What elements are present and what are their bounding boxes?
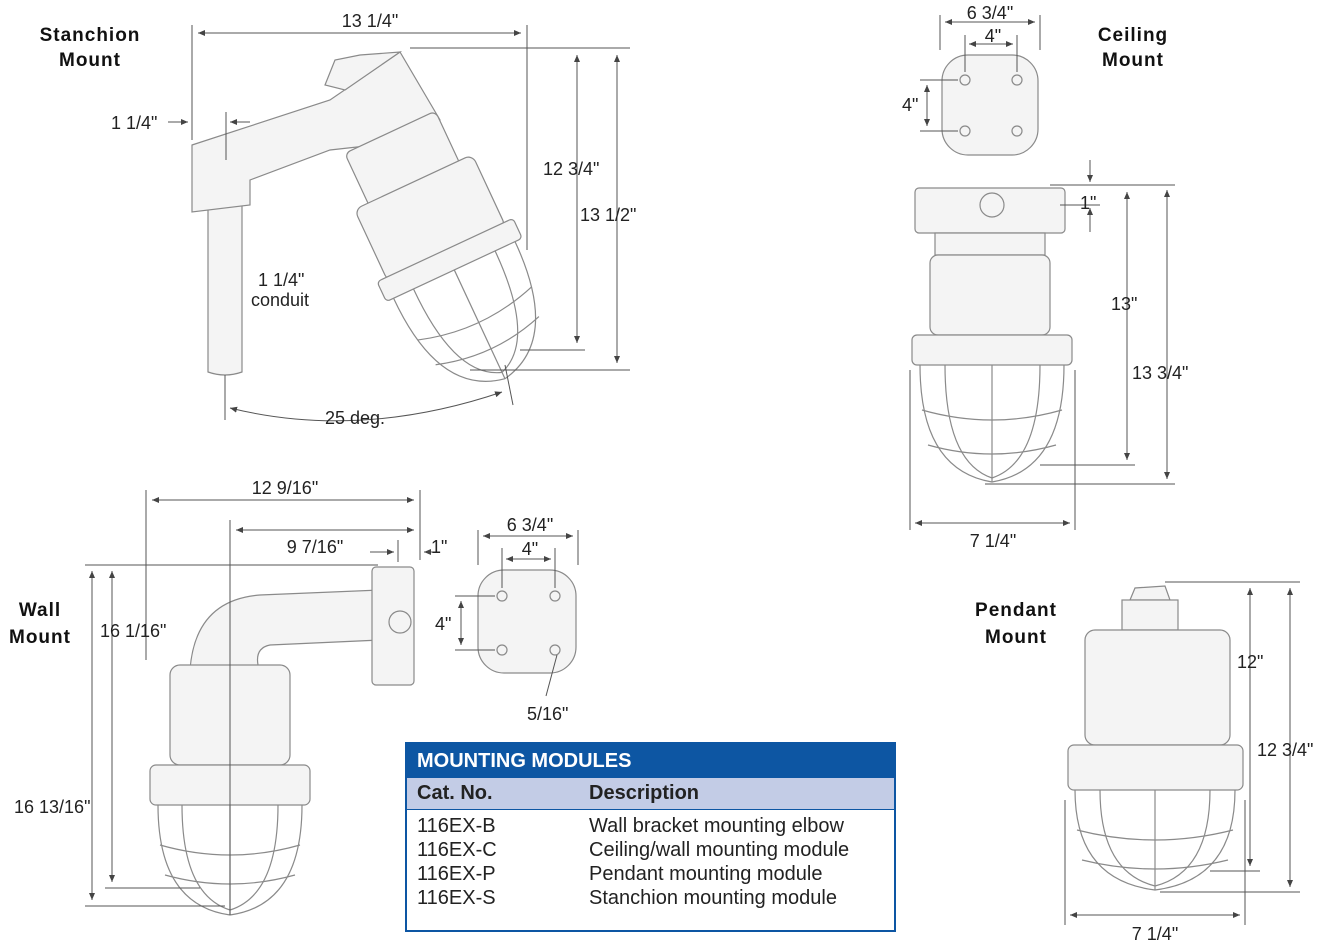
wall-hole-spacing-h-label: 4" [522,539,538,559]
pendant-title-1: Pendant [975,600,1057,621]
header-description: Description [589,782,700,804]
desc-cell: Ceiling/wall mounting module [589,839,850,861]
wall-bracket-box [371,566,415,686]
stanchion-title-1: Stanchion [40,25,141,46]
wall-height-inner-label: 16 1/16" [100,621,166,641]
wall-plate-hole [549,590,561,602]
wall-height-outer-label: 16 13/16" [14,797,90,817]
stanchion-angle-label: 25 deg. [325,408,385,428]
pendant-height-inner-label: 12" [1237,652,1263,672]
wall-plate-hole [496,590,508,602]
cat-cell: 116EX-P [417,863,496,885]
table-row: 116EX-S Stanchion mounting module [407,886,894,910]
wall-plate [477,569,577,674]
stanchion-offset-label: 1 1/4" [111,113,157,133]
wall-hole-dia-label: 5/16" [527,704,568,724]
desc-cell: Pendant mounting module [589,863,823,885]
desc-cell: Stanchion mounting module [589,887,837,909]
stanchion-conduit [207,199,243,376]
stanchion-conduit-size-label: 1 1/4" [258,270,304,290]
ceiling-height-outer-label: 13 3/4" [1132,363,1188,383]
cat-cell: 116EX-B [417,815,496,837]
pendant-height-outer-label: 12 3/4" [1257,740,1313,760]
desc-cell: Wall bracket mounting elbow [589,815,844,837]
pendant-width-label: 7 1/4" [1132,924,1178,944]
table-row: 116EX-C Ceiling/wall mounting module [407,838,894,862]
stanchion-conduit-label: conduit [251,290,309,310]
ceiling-hole-spacing-h-label: 4" [985,26,1001,46]
stanchion-height-inner-label: 12 3/4" [543,159,599,179]
stanchion-mount: Stanchion Mount 13 1/4" 1 1/4" [40,11,637,428]
ceiling-plate [941,54,1039,156]
ceiling-title-1: Ceiling [1098,25,1168,46]
pendant-title-2: Mount [985,627,1047,648]
ceiling-fixture [911,187,1073,483]
ceiling-top-label: 1" [1080,193,1096,213]
wall-plate-hole [496,644,508,656]
ceiling-hole-spacing-v-label: 4" [902,95,918,115]
ceiling-plate-hole [959,125,971,137]
wall-plate-width-label: 6 3/4" [507,515,553,535]
ceiling-width-label: 7 1/4" [970,531,1016,551]
stanchion-width-label: 13 1/4" [342,11,398,31]
wall-plate-hole [549,644,561,656]
ceiling-mount: Ceiling Mount 6 3/4" 4" 4" [902,3,1188,551]
wall-width-inner-label: 9 7/16" [287,537,343,557]
cat-cell: 116EX-S [417,887,496,909]
ceiling-plate-hole [1011,125,1023,137]
ceiling-title-2: Mount [1102,50,1164,71]
wall-flange-label: 1" [431,537,447,557]
ceiling-plate-hole [959,74,971,86]
pendant-fixture [1067,585,1244,891]
ceiling-height-inner-label: 13" [1111,294,1137,314]
wall-title-2: Mount [9,627,71,648]
ceiling-plate-hole [1011,74,1023,86]
header-cat-no: Cat. No. [417,782,493,804]
mounting-modules-table: MOUNTING MODULES Cat. No. Description 11… [405,742,896,932]
wall-hole-spacing-v-label: 4" [435,614,451,634]
table-row: 116EX-B Wall bracket mounting elbow [407,814,894,838]
table-title: MOUNTING MODULES [407,744,894,777]
table-header-row: Cat. No. Description [407,777,894,810]
stanchion-fixture [346,112,540,382]
wall-mount: Wall Mount 12 9/16" 9 7/16" 1" [9,478,579,916]
wall-width-outer-label: 12 9/16" [252,478,318,498]
table-row: 116EX-P Pendant mounting module [407,862,894,886]
wall-bracket-arm [189,589,381,671]
pendant-mount: Pendant Mount 12" 12 3/4" 7 1/4" [975,581,1313,944]
wall-title-1: Wall [19,600,61,621]
ceiling-plate-width-label: 6 3/4" [967,3,1013,23]
stanchion-title-2: Mount [59,50,121,71]
cat-cell: 116EX-C [417,839,497,861]
stanchion-height-outer-label: 13 1/2" [580,205,636,225]
